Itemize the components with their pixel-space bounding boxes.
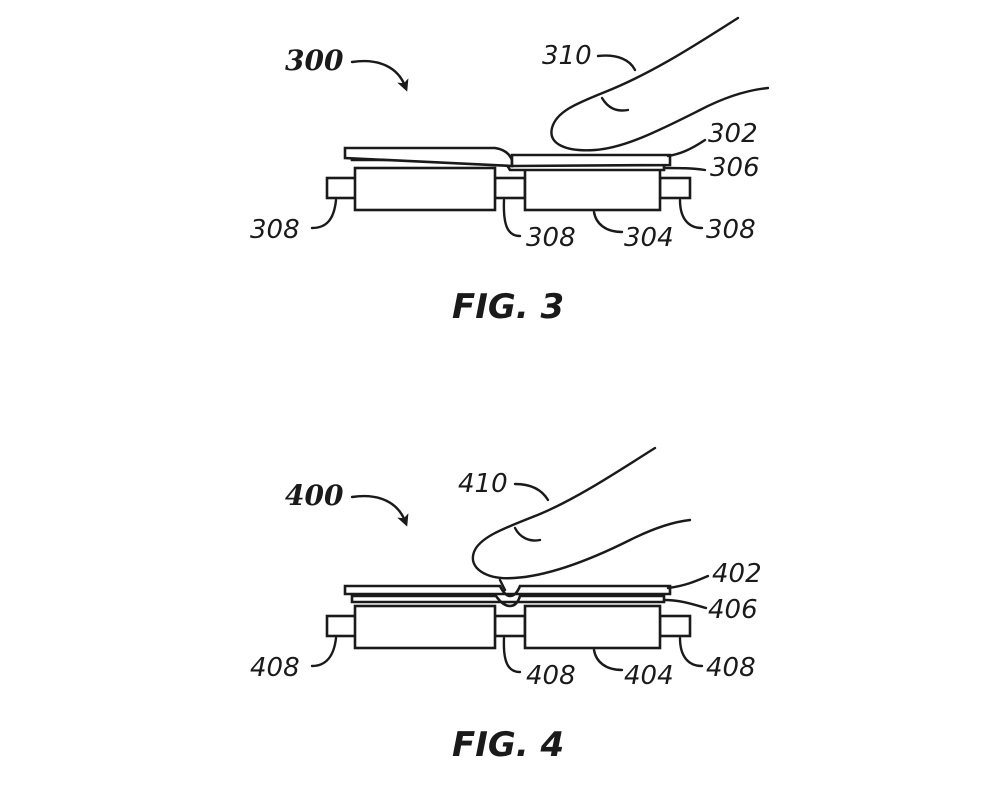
fig3-label-finger: 310	[542, 41, 592, 71]
fig4-reference-number: 400	[285, 479, 344, 512]
figure-3: 300 310 302 306 308 308 304 308	[250, 18, 768, 327]
fig3-leader-base	[594, 212, 622, 232]
fig3-spacer-left	[327, 178, 357, 198]
fig4-top-layer	[345, 586, 670, 596]
fig3-fingernail-line	[602, 98, 628, 111]
fig4-spacer-right	[660, 616, 690, 636]
fig4-base-block-left	[355, 606, 495, 648]
figure-4: 400 410 402 406 408 408 404 408	[250, 448, 762, 765]
fig4-label-spacer-right: 408	[706, 653, 756, 683]
fig4-label-spacer-center: 408	[526, 661, 576, 691]
fig3-label-spacer-center: 308	[526, 223, 576, 253]
fig4-caption: FIG. 4	[452, 725, 564, 765]
fig4-leader-base	[594, 650, 622, 670]
fig3-label-top-layer: 302	[708, 119, 758, 149]
fig3-leader-finger	[598, 56, 635, 70]
fig4-label-spacer-left: 408	[250, 653, 300, 683]
fig4-label-mid-layer: 406	[708, 595, 758, 625]
fig4-leader-spacer-left	[312, 638, 336, 666]
fig4-leader-spacer-center	[504, 638, 520, 672]
fig3-top-layer-left	[345, 148, 512, 166]
fig3-top-layer-right	[512, 155, 670, 166]
fig4-spacer-center	[495, 616, 525, 636]
fig3-label-spacer-left: 308	[250, 215, 300, 245]
fig4-label-base: 404	[624, 661, 674, 691]
fig3-spacer-center	[495, 178, 525, 198]
fig4-base-block-right	[525, 606, 660, 648]
fig3-label-spacer-right: 308	[706, 215, 756, 245]
fig4-leader-spacer-right	[680, 638, 702, 666]
fig3-leader-spacer-left	[312, 200, 336, 228]
fig3-leader-mid-layer	[664, 168, 705, 170]
fig3-base-block-right	[525, 168, 660, 210]
fig4-finger	[473, 448, 690, 578]
fig3-reference-number: 300	[285, 44, 344, 77]
fig4-label-finger: 410	[458, 469, 508, 499]
fig3-base-block-left	[355, 168, 495, 210]
fig4-leader-mid-layer	[664, 600, 706, 608]
fig3-caption: FIG. 3	[452, 287, 564, 327]
fig3-leader-spacer-right	[680, 200, 702, 228]
fig4-leader-finger	[515, 484, 548, 500]
fig3-leader-top-layer	[668, 140, 705, 156]
fig3-label-base: 304	[624, 223, 674, 253]
fig3-spacer-right	[660, 178, 690, 198]
fig4-reference-arrow	[352, 496, 405, 521]
fig4-label-top-layer: 402	[712, 559, 762, 589]
fig4-spacer-left	[327, 616, 357, 636]
fig4-fingernail-line	[515, 528, 540, 541]
fig4-leader-top-layer	[668, 576, 708, 588]
fig3-label-mid-layer: 306	[710, 153, 760, 183]
fig4-middle-layer	[352, 596, 664, 606]
fig3-reference-arrow	[352, 61, 405, 86]
fig3-leader-spacer-center	[504, 200, 520, 236]
